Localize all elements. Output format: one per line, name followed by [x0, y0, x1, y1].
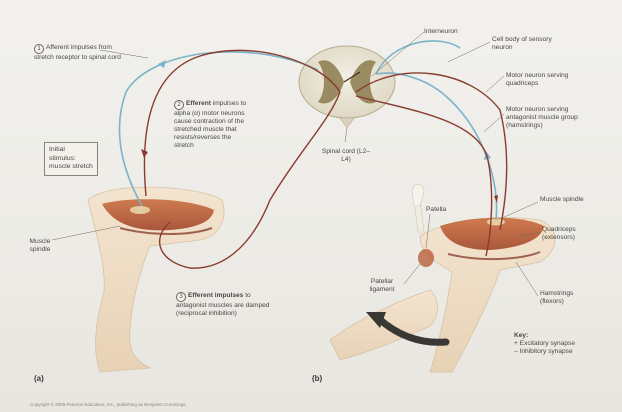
key-title: Key: [514, 332, 529, 339]
initial-stimulus-box: Initial stimulus: muscle stretch [44, 142, 98, 176]
efferent-pathway [143, 49, 508, 269]
step3-text: to antagonist muscles are damped (recipr… [176, 292, 270, 317]
part-a-label: (a) [34, 374, 44, 383]
part-b-label: (b) [312, 374, 323, 383]
legend-key: Key: + Excitatory synapse – Inhibitory s… [514, 332, 604, 356]
interneuron-label: Interneuron [424, 28, 458, 35]
step2-text: impulses to alpha (α) motor neurons caus… [174, 100, 247, 149]
quadriceps-label: Quadriceps (extensors) [542, 226, 576, 241]
step1-text: Afferent impulses from stretch receptor … [34, 44, 121, 61]
kick-arrow [374, 314, 450, 346]
muscle-spindle-left-label: Muscle spindle [29, 238, 51, 253]
key-excitatory: + Excitatory synapse [514, 340, 576, 347]
key-inhibitory: – Inhibitory synapse [514, 348, 573, 355]
cell-body-label: Cell body of sensory neuron [492, 36, 552, 51]
step1-number: 1 [34, 44, 44, 54]
interneuron-line [343, 71, 361, 83]
step3-title: Efferent impulses [188, 292, 244, 299]
hamstrings-label: Hamstrings (flexors) [540, 290, 574, 305]
patella-label: Patella [426, 206, 447, 213]
muscle-spindle-right-label: Muscle spindle [540, 196, 584, 203]
leader-lines [51, 31, 541, 297]
step2-title: Efferent [186, 100, 211, 107]
motor-antagonist-label: Motor neuron serving antagonist muscle g… [506, 106, 578, 129]
initial-stimulus-text: Initial stimulus: muscle stretch [49, 146, 93, 170]
step3-number: 3 [176, 292, 186, 302]
step2-number: 2 [174, 100, 184, 110]
patellar-ligament-label: Patellar ligament [369, 278, 395, 293]
copyright-line: Copyright © 2009 Pearson Education, Inc.… [30, 402, 186, 407]
spinal-cord-label: Spinal cord (L2–L4) [321, 148, 371, 163]
motor-quadriceps-label: Motor neuron serving quadriceps [506, 72, 569, 87]
leg-left [87, 186, 225, 373]
spinal-cord-section [298, 45, 396, 129]
efferent-arrowheads [141, 149, 498, 203]
